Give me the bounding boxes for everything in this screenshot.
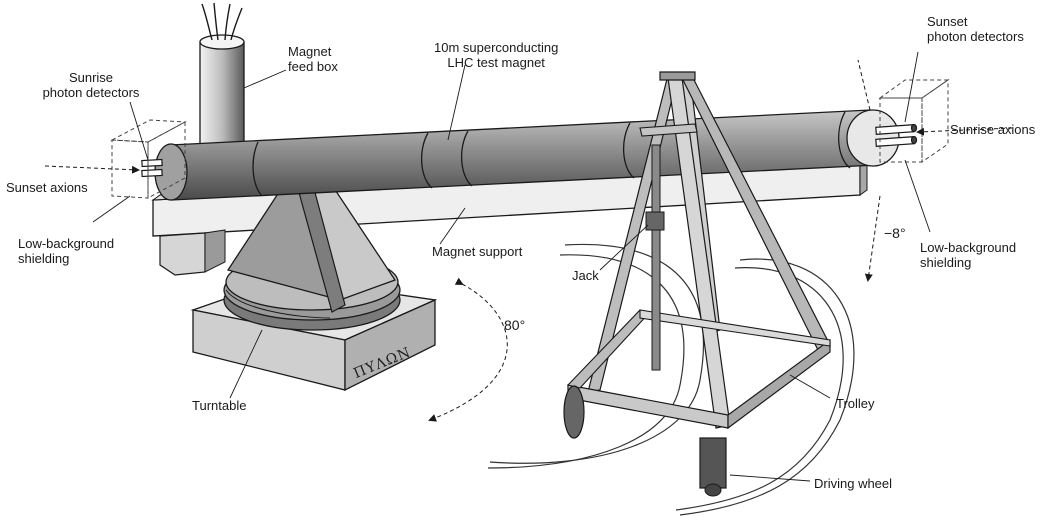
label-low-bg-shielding-right: Low-background shielding <box>920 240 1017 270</box>
label-sunrise-axions: Sunrise axions <box>950 122 1036 137</box>
right-shielding-box <box>878 79 950 163</box>
label-test-magnet: 10m superconducting LHC test magnet <box>434 40 559 70</box>
sunset-axions-arrow <box>44 165 140 174</box>
lhc-test-magnet <box>154 109 900 201</box>
sunrise-detector-pipes <box>141 158 163 178</box>
label-magnet-support: Magnet support <box>432 244 523 259</box>
label-sunset-axions: Sunset axions <box>6 180 88 195</box>
label-vertical-angle: −8° <box>884 225 906 241</box>
label-jack: Jack <box>572 268 599 283</box>
trolley <box>563 71 831 497</box>
sunrise-axions-arrow <box>916 127 1013 136</box>
label-horizontal-angle: 80° <box>504 317 526 333</box>
horizontal-rotation-arrow <box>428 277 508 422</box>
label-turntable: Turntable <box>192 398 247 413</box>
leader-lines <box>92 51 931 482</box>
vertical-tilt-arrow <box>857 59 881 280</box>
label-low-bg-shielding-left: Low-background shielding <box>18 236 115 266</box>
label-trolley: Trolley <box>836 396 875 411</box>
label-driving-wheel: Driving wheel <box>814 476 893 491</box>
magnet-feed-box <box>199 2 245 161</box>
label-magnet-feed-box: Magnet feed box <box>288 44 338 74</box>
label-sunset-photon-detectors: Sunset photon detectors <box>927 14 1024 44</box>
sunset-detector-pipes <box>875 123 918 147</box>
label-sunrise-photon-detectors: Sunrise photon detectors <box>42 70 140 100</box>
